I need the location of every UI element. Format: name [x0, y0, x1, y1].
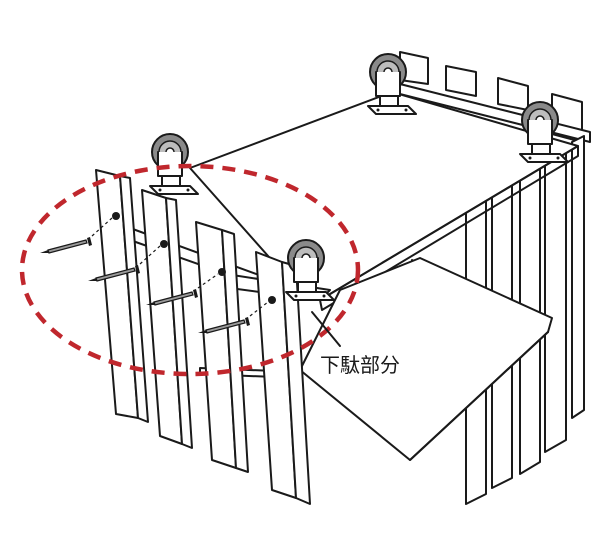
screw-icon: [87, 245, 161, 282]
screws: [39, 217, 269, 334]
screw-icon: [39, 217, 113, 254]
callout-label: 下駄部分: [320, 353, 400, 377]
screw-icon: [197, 301, 269, 334]
callout-leader: [311, 311, 341, 347]
screw-holes: [112, 212, 276, 304]
screw-icon: [145, 273, 219, 306]
highlight-ellipse: [19, 163, 361, 377]
front-slats: [95, 169, 311, 505]
